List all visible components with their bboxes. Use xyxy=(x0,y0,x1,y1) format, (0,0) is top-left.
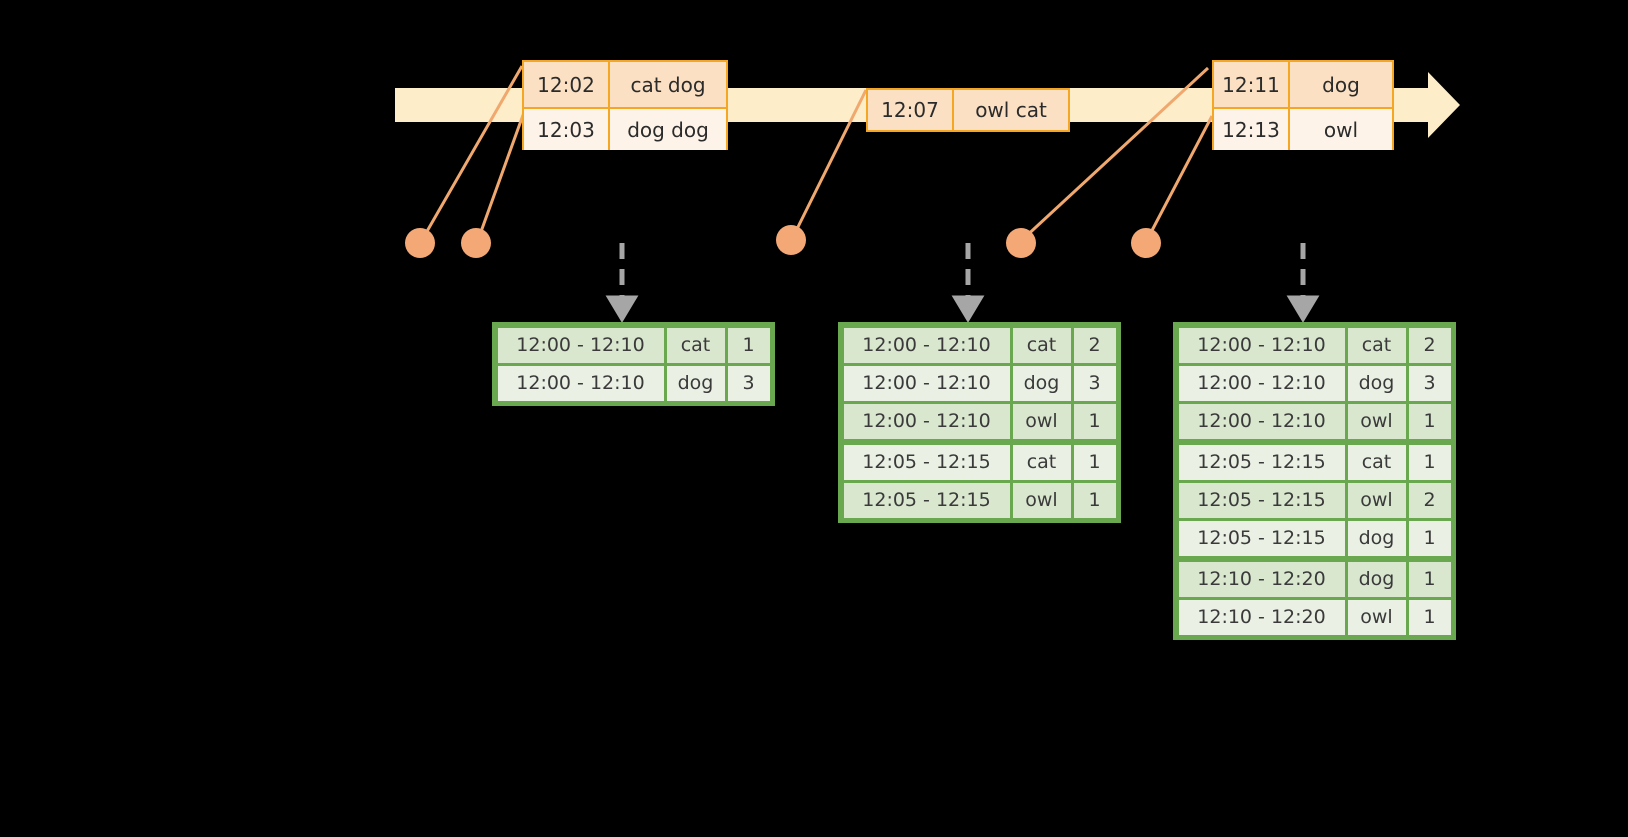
cell-window: 12:05 - 12:15 xyxy=(843,444,1010,480)
timeline-event-group-2[interactable]: 12:07 owl cat xyxy=(866,88,1070,132)
cell-count: 2 xyxy=(1408,327,1451,363)
cell-window: 12:05 - 12:15 xyxy=(1178,482,1345,518)
cell-word: cat xyxy=(1347,444,1406,480)
cell-word: owl xyxy=(1347,403,1406,439)
cell-count: 1 xyxy=(1408,561,1451,597)
event-time: 12:02 xyxy=(524,62,610,107)
cell-word: dog xyxy=(1347,561,1406,597)
cell-window: 12:05 - 12:15 xyxy=(843,482,1010,518)
cell-word: cat xyxy=(1347,327,1406,363)
cell-count: 3 xyxy=(727,365,770,401)
cell-window: 12:05 - 12:15 xyxy=(1178,520,1345,556)
event-time: 12:11 xyxy=(1214,62,1290,107)
cell-word: dog xyxy=(1347,520,1406,556)
event-dot xyxy=(1006,228,1036,258)
cell-count: 1 xyxy=(727,327,770,363)
event-words: owl cat xyxy=(975,98,1047,122)
timeline-event[interactable]: 12:07 owl cat xyxy=(868,90,1068,130)
cell-window: 12:00 - 12:10 xyxy=(843,403,1010,439)
event-time: 12:13 xyxy=(1214,109,1290,150)
cell-word: owl xyxy=(1347,599,1406,635)
cell-window: 12:00 - 12:10 xyxy=(497,365,664,401)
event-words: owl xyxy=(1323,117,1359,142)
timeline-event[interactable]: 12:11 dog xyxy=(1214,62,1392,107)
cell-count: 1 xyxy=(1408,444,1451,480)
event-time: 12:07 xyxy=(868,90,954,130)
cell-word: owl xyxy=(1347,482,1406,518)
event-dot xyxy=(405,228,435,258)
cell-window: 12:00 - 12:10 xyxy=(1178,403,1345,439)
event-dot xyxy=(776,225,806,255)
event-dots xyxy=(405,225,1161,258)
event-words: dog xyxy=(1322,72,1360,97)
cell-count: 2 xyxy=(1073,327,1116,363)
cell-count: 3 xyxy=(1073,365,1116,401)
cell-window: 12:10 - 12:20 xyxy=(1178,599,1345,635)
timeline-event[interactable]: 12:13 owl xyxy=(1214,107,1392,150)
dashed-arrows xyxy=(605,243,1320,323)
cell-word: cat xyxy=(666,327,725,363)
cell-window: 12:00 - 12:10 xyxy=(843,327,1010,363)
cell-count: 1 xyxy=(1073,482,1116,518)
event-dot xyxy=(461,228,491,258)
timeline-event-group-3[interactable]: 12:11 dog 12:13 owl xyxy=(1212,60,1394,150)
cell-window: 12:00 - 12:10 xyxy=(843,365,1010,401)
cell-window: 12:00 - 12:10 xyxy=(497,327,664,363)
cell-word: dog xyxy=(1347,365,1406,401)
cell-word: cat xyxy=(1012,444,1071,480)
cell-window: 12:00 - 12:10 xyxy=(1178,327,1345,363)
event-words: dog dog xyxy=(627,117,709,142)
cell-count: 1 xyxy=(1408,599,1451,635)
right-arrow-icon xyxy=(1384,72,1460,138)
cell-count: 2 xyxy=(1408,482,1451,518)
cell-word: cat xyxy=(1012,327,1071,363)
cell-word: owl xyxy=(1012,482,1071,518)
cell-window: 12:10 - 12:20 xyxy=(1178,561,1345,597)
cell-word: owl xyxy=(1012,403,1071,439)
timeline-event[interactable]: 12:03 dog dog xyxy=(524,107,726,150)
cell-count: 3 xyxy=(1408,365,1451,401)
cell-word: dog xyxy=(666,365,725,401)
timeline-event-group-1[interactable]: 12:02 cat dog 12:03 dog dog xyxy=(522,60,728,150)
event-dot xyxy=(1131,228,1161,258)
cell-count: 1 xyxy=(1073,403,1116,439)
timeline-event[interactable]: 12:02 cat dog xyxy=(524,62,726,107)
cell-window: 12:00 - 12:10 xyxy=(1178,365,1345,401)
cell-count: 1 xyxy=(1408,520,1451,556)
cell-word: dog xyxy=(1012,365,1071,401)
cell-window: 12:05 - 12:15 xyxy=(1178,444,1345,480)
cell-count: 1 xyxy=(1408,403,1451,439)
event-words: cat dog xyxy=(630,72,706,97)
event-time: 12:03 xyxy=(524,109,610,150)
cell-count: 1 xyxy=(1073,444,1116,480)
